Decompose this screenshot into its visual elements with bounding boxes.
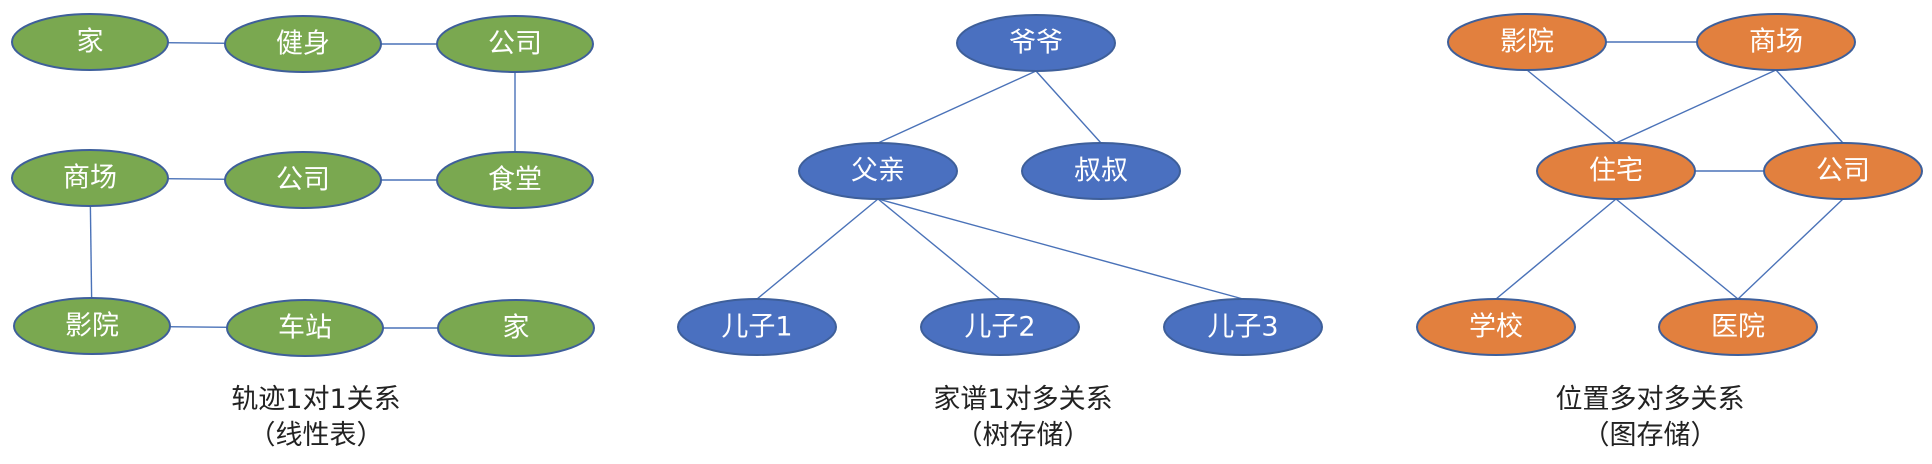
diagram-caption-subtitle: （树存储）	[956, 420, 1091, 451]
diagram-node: 食堂	[436, 151, 594, 209]
diagram-node: 叔叔	[1021, 142, 1181, 200]
diagram-node: 影院	[1447, 13, 1607, 71]
node-label: 食堂	[488, 165, 542, 196]
diagram-node: 医院	[1658, 298, 1818, 356]
node-label: 儿子3	[1207, 312, 1278, 343]
node-ellipse	[1536, 142, 1696, 200]
edge-l4-l6	[1737, 198, 1844, 300]
node-label: 公司	[1816, 156, 1870, 187]
diagram-node: 学校	[1416, 298, 1576, 356]
node-ellipse	[11, 149, 169, 207]
node-ellipse	[1763, 142, 1923, 200]
node-ellipse	[226, 299, 384, 357]
edge-f1-f3	[1035, 70, 1102, 144]
node-ellipse	[1163, 298, 1323, 356]
node-label: 父亲	[851, 156, 905, 187]
node-ellipse	[677, 298, 837, 356]
diagram-node: 爷爷	[956, 14, 1116, 72]
node-label: 住宅	[1589, 156, 1643, 187]
diagram-node: 健身	[224, 15, 382, 73]
diagram-caption-title: 轨迹1对1关系	[231, 384, 400, 415]
edges	[756, 70, 1244, 300]
node-ellipse	[437, 299, 595, 357]
node-label: 儿子2	[964, 312, 1035, 343]
node-ellipse	[1447, 13, 1607, 71]
node-label: 车站	[278, 313, 332, 344]
trajectory-diagram: 家 健身 公司 商场 公司 食堂 影院 车站	[11, 13, 595, 451]
diagram-caption-subtitle: （图存储）	[1583, 420, 1718, 451]
node-label: 影院	[65, 311, 119, 342]
node-ellipse	[798, 142, 958, 200]
edge-l2-l3	[1615, 69, 1777, 144]
node-label: 公司	[488, 29, 542, 60]
node-label: 影院	[1500, 27, 1554, 58]
node-ellipse	[1658, 298, 1818, 356]
diagram-node: 公司	[436, 15, 594, 73]
diagram-caption-title: 位置多对多关系	[1556, 384, 1745, 415]
diagram-node: 车站	[226, 299, 384, 357]
edge-f1-f2	[877, 70, 1037, 144]
node-label: 商场	[1749, 27, 1803, 58]
node-label: 家	[503, 313, 530, 344]
node-ellipse	[920, 298, 1080, 356]
edge-f2-f6	[877, 198, 1244, 300]
diagram-node: 住宅	[1536, 142, 1696, 200]
node-label: 医院	[1711, 312, 1765, 343]
diagram-node: 公司	[1763, 142, 1923, 200]
node-label: 儿子1	[721, 312, 792, 343]
diagram-caption-title: 家谱1对多关系	[933, 384, 1112, 415]
node-label: 健身	[276, 29, 330, 60]
diagram-node: 儿子2	[920, 298, 1080, 356]
node-ellipse	[11, 13, 169, 71]
node-ellipse	[224, 151, 382, 209]
node-ellipse	[1416, 298, 1576, 356]
diagram-node: 公司	[224, 151, 382, 209]
diagram-node: 家	[437, 299, 595, 357]
location-graph-diagram: 影院 商场 住宅 公司 学校 医院 位置多对多关系 （图存储）	[1416, 13, 1923, 451]
node-label: 爷爷	[1009, 28, 1063, 59]
diagram-node: 商场	[1696, 13, 1856, 71]
node-ellipse	[224, 15, 382, 73]
diagram-node: 影院	[13, 297, 171, 355]
node-label: 学校	[1469, 312, 1523, 343]
edge-f2-f5	[877, 198, 1001, 300]
diagram-node: 家	[11, 13, 169, 71]
node-ellipse	[1021, 142, 1181, 200]
diagram-node: 商场	[11, 149, 169, 207]
diagram-caption-subtitle: （线性表）	[249, 420, 384, 451]
edge-l1-l3	[1526, 69, 1617, 144]
family-tree-diagram: 爷爷 父亲 叔叔 儿子1 儿子2 儿子3 家谱1对多关系 （树存储）	[677, 14, 1323, 451]
diagram-node: 儿子3	[1163, 298, 1323, 356]
diagram-node: 儿子1	[677, 298, 837, 356]
node-label: 叔叔	[1074, 156, 1128, 187]
edge-l2-l4	[1775, 69, 1844, 144]
node-ellipse	[436, 15, 594, 73]
node-ellipse	[956, 14, 1116, 72]
edge-f2-f4	[756, 198, 879, 300]
node-label: 家	[77, 27, 104, 58]
edge-l3-l6	[1615, 198, 1739, 300]
node-label: 商场	[63, 163, 117, 194]
node-ellipse	[13, 297, 171, 355]
node-ellipse	[1696, 13, 1856, 71]
edge-l3-l5	[1495, 198, 1617, 300]
node-ellipse	[436, 151, 594, 209]
node-label: 公司	[276, 165, 330, 196]
diagram-node: 父亲	[798, 142, 958, 200]
